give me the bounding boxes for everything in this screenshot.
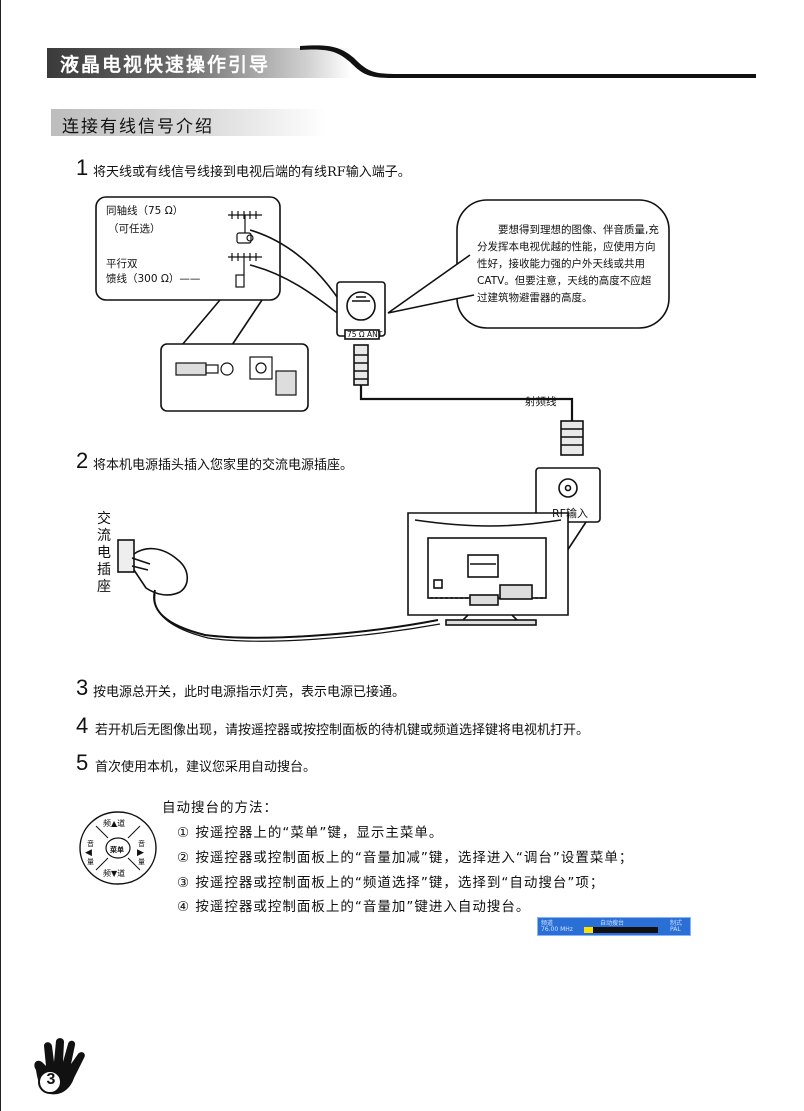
- step-5-number: 5: [76, 750, 89, 775]
- section-bar: [51, 109, 326, 136]
- header-bar: [47, 48, 351, 78]
- remote-vol-right-bottom: 量: [138, 858, 145, 866]
- remote-dpad-icon: [79, 811, 157, 885]
- auto-search-step-1: ① 按遥控器上的“菜单”键，显示主菜单。: [177, 825, 444, 841]
- remote-channel-up: 频▲道: [103, 819, 126, 828]
- osd-progress-track: [584, 927, 658, 933]
- auto-search-step-2: ② 按遥控器或控制面板上的“音量加减”键，选择进入“调台”设置菜单；: [177, 850, 634, 866]
- step-4-number: 4: [76, 713, 89, 738]
- auto-search-osd: 频道 自动搜台 制式 76.00 MHz PAL: [537, 917, 691, 936]
- remote-menu-button-label: 菜单: [110, 846, 124, 854]
- remote-vol-right-arrow: ▶: [137, 848, 144, 858]
- rf-input-label: RF输入: [552, 507, 588, 520]
- step-2-text: 将本机电源插头插入您家里的交流电源插座。: [93, 458, 354, 473]
- osd-system-label: 制式: [670, 920, 683, 927]
- step-3-text: 按电源总开关，此时电源指示灯亮，表示电源已接通。: [93, 685, 406, 700]
- power-connection-diagram: [117, 467, 601, 642]
- parallel-label-1: 平行双: [106, 258, 138, 270]
- osd-frequency: 76.00 MHz: [541, 926, 573, 933]
- page-left-rule: [0, 0, 1, 1111]
- step-3-number: 3: [76, 675, 89, 700]
- step-4-text: 若开机后无图像出现，请按遥控器或按控制面板的待机键或频道选择键将电视机打开。: [95, 723, 590, 738]
- remote-vol-left-bottom: 量: [87, 858, 94, 866]
- step-5-text: 首次使用本机，建议您采用自动搜台。: [95, 760, 317, 775]
- rf-cable-label: 射频线: [525, 396, 557, 408]
- step-1-text: 将天线或有线信号线接到电视后端的有线RF输入端子。: [93, 165, 411, 180]
- remote-vol-left-arrow: ◀: [85, 848, 92, 858]
- osd-progress-fill: [584, 927, 593, 933]
- antenna-tip-note: 要想得到理想的图像、伴音质量,充分发挥本电视优越的性能，应使用方向性好，接收能力…: [477, 224, 659, 304]
- remote-vol-left-top: 音: [87, 840, 94, 848]
- auto-search-step-3: ③ 按遥控器或控制面板上的“频道选择”键，选择到“自动搜台”项；: [177, 875, 605, 891]
- outlet-char-5: 座: [97, 579, 111, 595]
- remote-vol-right-top: 音: [138, 840, 145, 848]
- coax-label: 同轴线（75 Ω）: [106, 205, 184, 217]
- osd-title: 自动搜台: [600, 920, 625, 927]
- coax-optional-label: （可任选）: [108, 223, 161, 235]
- page-number: 3: [46, 1071, 56, 1088]
- step-2-number: 2: [76, 448, 89, 473]
- parallel-label-2: 馈线（300 Ω）——: [106, 273, 201, 285]
- header-swoosh: [300, 45, 756, 78]
- outlet-char-4: 插: [97, 562, 111, 578]
- page-title: 液晶电视快速操作引导: [60, 54, 271, 76]
- outlet-char-2: 流: [97, 528, 111, 544]
- section-title: 连接有线信号介绍: [62, 117, 214, 137]
- hand-page-icon: [34, 1038, 85, 1095]
- auto-search-heading: 自动搜台的方法：: [162, 800, 278, 816]
- remote-channel-down: 频▼道: [103, 869, 126, 878]
- auto-search-step-4: ④ 按遥控器或控制面板上的“音量加”键进入自动搜台。: [177, 899, 531, 915]
- osd-channel-label: 频道: [541, 920, 554, 927]
- ant-port-label: 75 Ω ANT: [347, 330, 383, 339]
- step-1-number: 1: [76, 155, 89, 180]
- ac-outlet-label: 交 流 电 插 座: [97, 511, 113, 596]
- osd-system-value: PAL: [670, 926, 681, 933]
- antenna-connection-diagram: [95, 196, 670, 456]
- outlet-char-1: 交: [97, 511, 111, 527]
- outlet-char-3: 电: [97, 545, 111, 561]
